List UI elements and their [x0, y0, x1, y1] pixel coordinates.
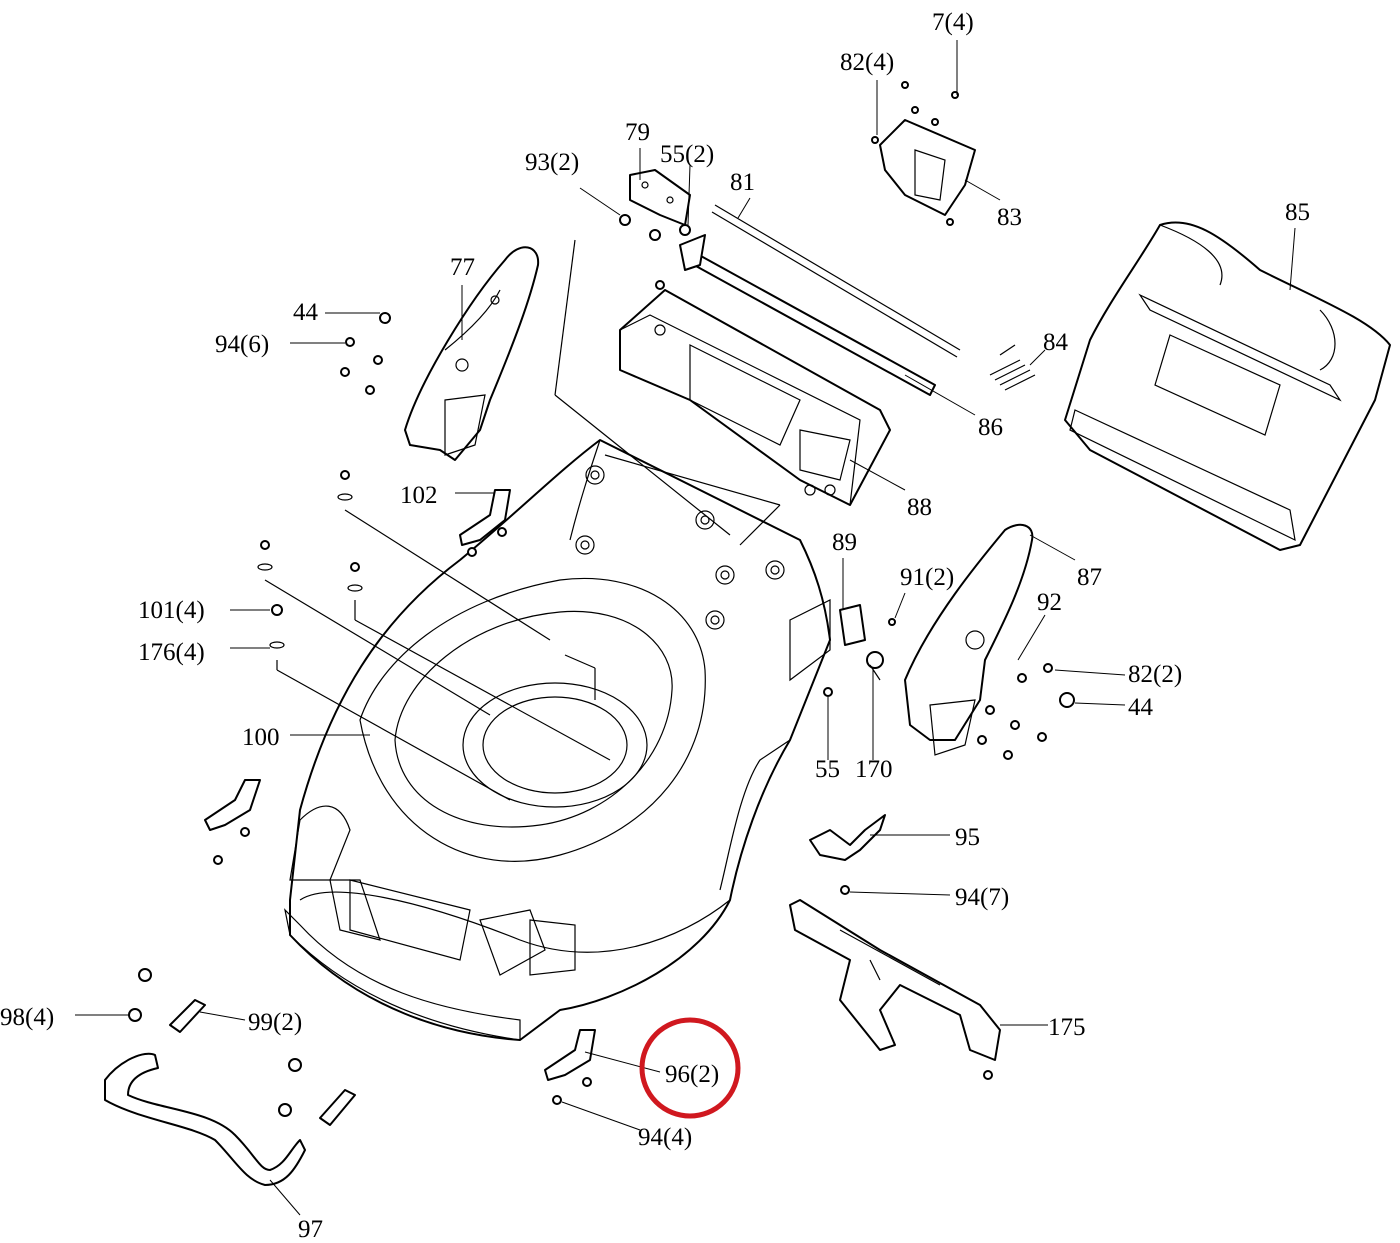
bracket-102 [459, 489, 511, 557]
label-100: 100 [242, 724, 280, 751]
label-92: 92 [1037, 589, 1062, 616]
label-102: 102 [400, 482, 438, 509]
label-94a: 94(6) [215, 331, 269, 358]
label-81: 81 [730, 169, 755, 196]
label-94b: 94(7) [955, 884, 1009, 911]
left-wheel-adjuster [340, 246, 540, 461]
screw-91 [888, 618, 896, 626]
rear-flap [1064, 221, 1391, 551]
label-55a: 55(2) [660, 141, 714, 168]
label-94c: 94(4) [638, 1124, 692, 1151]
label-176: 176(4) [138, 639, 205, 666]
label-86: 86 [978, 414, 1003, 441]
handle-97 [104, 968, 306, 1186]
adjuster-plate [871, 81, 976, 226]
label-99: 99(2) [248, 1009, 302, 1036]
label-83: 83 [997, 204, 1022, 231]
label-82b: 82(2) [1128, 661, 1182, 688]
label-84: 84 [1043, 329, 1069, 356]
highlight-circle [639, 1017, 741, 1119]
washers-and-nuts [257, 470, 363, 649]
label-88: 88 [907, 494, 932, 521]
label-95: 95 [955, 824, 980, 851]
label-44a: 44 [293, 299, 319, 326]
mounting-plate-175 [789, 899, 1001, 1080]
label-77: 77 [450, 254, 475, 281]
label-87: 87 [1077, 564, 1102, 591]
label-55b: 55 [815, 756, 840, 783]
label-175: 175 [1048, 1014, 1086, 1041]
label-170: 170 [855, 756, 893, 783]
bracket-left-clip [204, 779, 261, 865]
bracket-79 [619, 169, 706, 290]
label-96: 96(2) [665, 1061, 719, 1088]
label-101: 101(4) [138, 597, 205, 624]
label-97: 97 [298, 1216, 323, 1243]
bracket-95 [809, 814, 886, 895]
switch-89 [839, 604, 866, 646]
leader-lines [75, 40, 1296, 1216]
label-44b: 44 [1128, 694, 1154, 721]
pin-55 [823, 687, 833, 697]
right-wheel-adjuster [904, 523, 1075, 760]
axle-spring [989, 344, 1036, 391]
label-89: 89 [832, 529, 857, 556]
label-82a: 82(4) [840, 49, 894, 76]
label-98: 98(4) [0, 1004, 54, 1031]
axle-rod [711, 204, 961, 358]
bracket-96 [544, 1029, 596, 1105]
label-93: 93(2) [525, 149, 579, 176]
label-91: 91(2) [900, 564, 954, 591]
grip-99 [169, 999, 356, 1126]
deck-housing [284, 439, 831, 1041]
label-85: 85 [1285, 199, 1310, 226]
label-79: 79 [625, 119, 650, 146]
part-labels: 7(4) 82(4) 79 55(2) 93(2) 81 83 85 77 44… [0, 9, 1310, 1243]
label-7: 7(4) [932, 9, 974, 36]
spring-170 [866, 651, 884, 681]
rear-housing [619, 289, 891, 506]
